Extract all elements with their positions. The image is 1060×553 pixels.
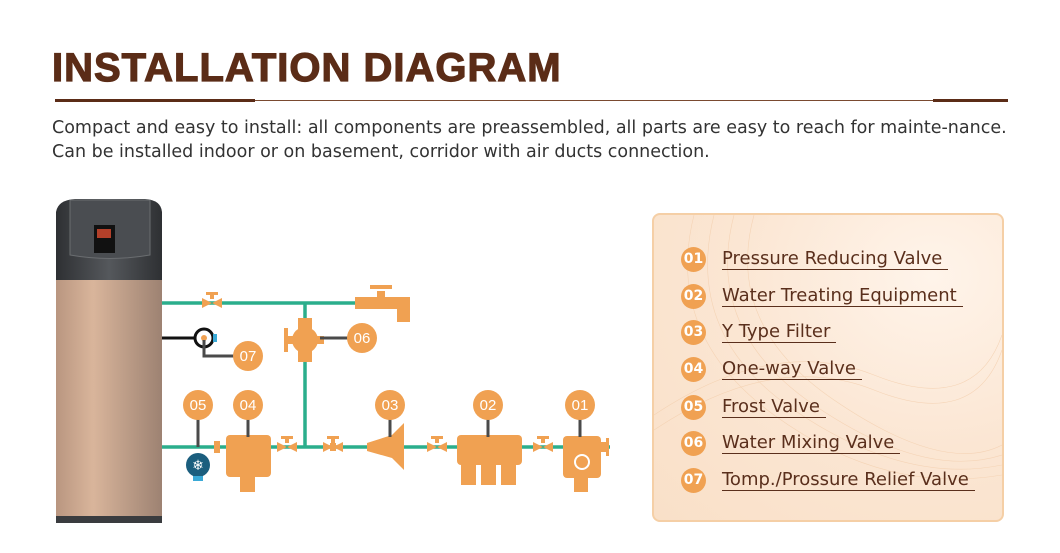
callout-05: 05 [183, 390, 213, 420]
legend-label: Tomp./Prossure Relief Valve [722, 469, 975, 491]
legend-item: 04 One-way Valve [681, 356, 862, 382]
callout-leaders [196, 336, 582, 447]
legend-label: Y Type Filter [722, 321, 837, 343]
callout-04: 04 [233, 390, 263, 420]
heat-pump-water-heater [56, 199, 162, 523]
divider [55, 100, 1008, 101]
legend-number: 07 [681, 467, 706, 493]
svg-text:01: 01 [572, 397, 589, 414]
legend-number: 01 [681, 246, 706, 272]
callout-02: 02 [473, 390, 503, 420]
installation-diagram: ❄ 07 06 05 04 03 02 01 [56, 199, 610, 523]
svg-text:❄: ❄ [192, 458, 204, 474]
legend-label: Water Mixing Valve [722, 432, 901, 454]
legend-item: 06 Water Mixing Valve [681, 430, 901, 456]
legend-label: One-way Valve [722, 358, 862, 380]
svg-text:03: 03 [382, 397, 399, 414]
divider-accent-left [55, 99, 255, 102]
callout-01: 01 [565, 390, 595, 420]
legend-item: 03 Y Type Filter [681, 319, 837, 345]
legend-item: 05 Frost Valve [681, 394, 826, 420]
pressure-reducing-valve-icon [563, 436, 609, 492]
legend-label: Water Treating Equipment [722, 285, 963, 307]
legend-item: 02 Water Treating Equipment [681, 283, 963, 309]
svg-text:02: 02 [480, 397, 497, 414]
legend-item: 01 Pressure Reducing Valve [681, 246, 949, 272]
faucet-icon [355, 285, 410, 322]
svg-text:07: 07 [240, 348, 257, 365]
legend-label: Pressure Reducing Valve [722, 248, 949, 270]
svg-text:04: 04 [240, 397, 257, 414]
one-way-valve-icon [214, 435, 271, 492]
legend-number: 03 [681, 319, 706, 345]
pressure-gauge-icon [193, 327, 217, 349]
svg-text:06: 06 [354, 330, 371, 347]
legend-number: 02 [681, 283, 706, 309]
legend-label: Frost Valve [722, 396, 826, 418]
water-mixing-valve-icon [284, 318, 324, 362]
callout-06: 06 [347, 323, 377, 353]
shutoff-valve-icons [202, 292, 553, 452]
water-pipes [162, 301, 610, 449]
description: Compact and easy to install: all compone… [52, 118, 1007, 162]
svg-text:05: 05 [190, 397, 207, 414]
legend-panel: 01 Pressure Reducing Valve 02 Water Treati… [652, 213, 1004, 522]
legend-item: 07 Tomp./Prossure Relief Valve [681, 467, 975, 493]
legend-number: 05 [681, 394, 706, 420]
page-title: INSTALLATION DIAGRAM [51, 45, 562, 90]
divider-accent-right [933, 99, 1008, 102]
y-type-filter-icon [330, 423, 404, 470]
callout-03: 03 [375, 390, 405, 420]
water-treating-equipment-icon [389, 435, 522, 485]
legend-number: 04 [681, 356, 706, 382]
legend-number: 06 [681, 430, 706, 456]
callout-07: 07 [233, 341, 263, 371]
frost-valve-icon: ❄ [186, 453, 210, 481]
